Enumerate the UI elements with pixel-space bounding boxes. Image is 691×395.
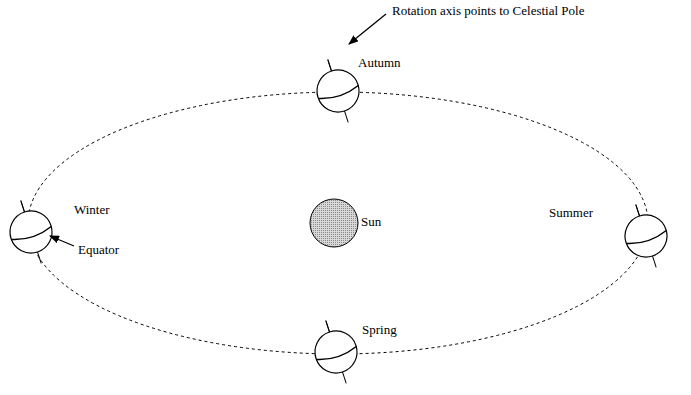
earth-spring (306, 314, 366, 390)
season-label: Summer (549, 206, 593, 220)
season-label: Autumn (358, 56, 401, 70)
equator-pointer (50, 236, 74, 246)
node-label: Sun (361, 215, 381, 229)
callout-label: Equator (78, 243, 119, 257)
sun-node: Sun (309, 198, 384, 248)
orbit-path (28, 92, 648, 354)
season-label: Winter (74, 203, 110, 217)
pole-pointer (349, 14, 386, 44)
season-label: Spring (362, 323, 397, 337)
earth-winter (1, 194, 61, 270)
sun-circle (309, 198, 359, 248)
callout-label: Rotation axis points to Celestial Pole (392, 4, 584, 18)
earth-summer (616, 198, 676, 274)
